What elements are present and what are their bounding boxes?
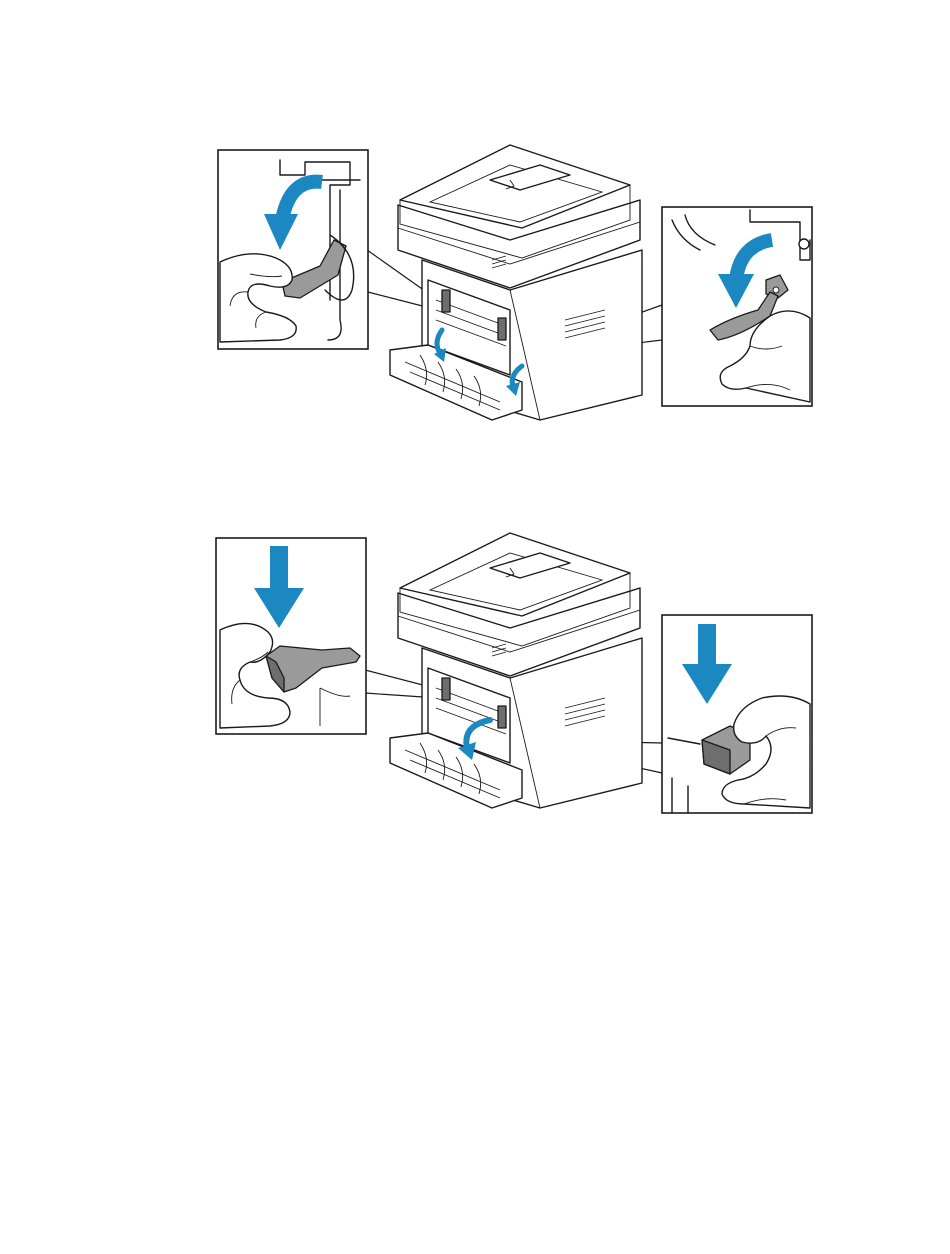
callout-right-lever [662,615,812,813]
figure-2-drawing [210,528,820,818]
figure-press-fuser-levers [210,528,820,818]
callout-left-lever [218,150,368,349]
figure-open-fuser-levers [210,140,820,430]
printer-icon [390,145,642,420]
figure-1-drawing [210,140,820,430]
printer-icon [390,533,642,808]
callout-left-lever [216,538,366,734]
callout-right-lever [662,207,812,406]
